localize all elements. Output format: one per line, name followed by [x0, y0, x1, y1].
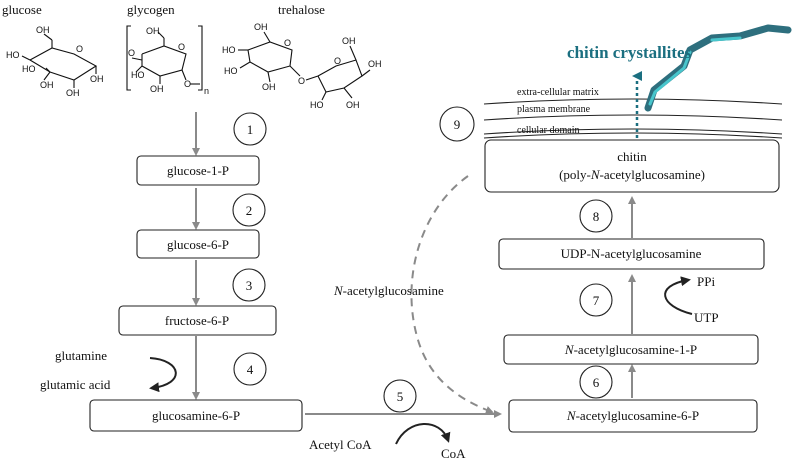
glucose-label: glucose — [2, 2, 42, 17]
arrow-chitin-recycle-dashed — [410, 175, 494, 414]
acetyl-coa-label: Acetyl CoA — [309, 437, 372, 452]
step-7: 7 — [579, 283, 613, 317]
box-nag-6p: N-acetylglucosamine-6-P — [508, 399, 758, 433]
box-glucose-6p: glucose-6-P — [136, 229, 260, 259]
glycogen-oh-top: OH — [146, 26, 160, 36]
box-glucosamine-6p: glucosamine-6-P — [89, 399, 303, 432]
step-5: 5 — [383, 379, 417, 413]
arrow-glutamine-to-glutamic-acid — [149, 357, 177, 393]
step-2-label: 2 — [246, 203, 253, 218]
step-1-label: 1 — [247, 122, 254, 137]
glycogen-subscript-n: n — [204, 86, 209, 96]
box-fructose-6p-label: fructose-6-P — [165, 313, 229, 328]
glucose-structure: OH O HO HO OH OH OH — [6, 25, 104, 98]
step-4: 4 — [233, 352, 267, 386]
step-7-label: 7 — [593, 293, 600, 308]
plasma-membrane-label: plasma membrane — [517, 104, 591, 115]
glucose-o-ring: O — [76, 44, 83, 54]
box-glucose-6p-label: glucose-6-P — [167, 237, 229, 252]
step-1: 1 — [233, 112, 267, 146]
box-chitin: chitin (poly-N-acetylglucosamine) — [484, 139, 780, 193]
box-glucose-1p: glucose-1-P — [136, 155, 260, 186]
glycogen-o-left: O — [128, 48, 135, 58]
trehalose-structure: OH O HO HO OH O O OH OH OH HO — [222, 22, 382, 110]
membrane-layers — [483, 98, 783, 139]
step-3-label: 3 — [246, 278, 253, 293]
box-nag-6p-rest: -acetylglucosamine-6-P — [576, 408, 699, 423]
box-glucose-1p-label: glucose-1-P — [167, 163, 229, 178]
step-6-label: 6 — [593, 375, 600, 390]
box-fructose-6p: fructose-6-P — [118, 305, 277, 336]
cellular-domain-label: cellular domain — [517, 125, 579, 136]
trehalose-ho-bottom: HO — [310, 100, 324, 110]
chitin-crystallite-fiber — [644, 24, 792, 112]
box-chitin-line2-post: -acetylglucosamine) — [600, 167, 705, 182]
glucose-ho-mid: HO — [22, 64, 36, 74]
glycogen-o-link: O — [184, 79, 191, 89]
trehalose-ho-left2: HO — [224, 66, 238, 76]
trehalose-o-link: O — [298, 76, 305, 86]
glycogen-o-ring: O — [178, 42, 185, 52]
trehalose-oh-bottom-right: OH — [346, 100, 360, 110]
trehalose-label: trehalose — [278, 2, 325, 17]
box-chitin-line2-italic: N — [590, 167, 601, 182]
glutamic-acid-label: glutamic acid — [40, 377, 111, 392]
trehalose-oh-mid: OH — [262, 82, 276, 92]
utp-label: UTP — [694, 310, 719, 325]
step-8: 8 — [579, 199, 613, 233]
box-udp-nag-label: UDP-N-acetylglucosamine — [561, 246, 702, 261]
glucose-oh-right: OH — [90, 74, 104, 84]
step-3: 3 — [232, 268, 266, 302]
box-nag-6p-italic: N — [566, 408, 577, 423]
glucose-oh-top: OH — [36, 25, 50, 35]
box-glucosamine-6p-label: glucosamine-6-P — [152, 408, 240, 423]
arrow-utp-to-ppi — [664, 276, 693, 315]
glycogen-ho-left: HO — [131, 70, 145, 80]
chitin-crystallites-label: chitin crystallites — [567, 43, 692, 62]
box-chitin-line1: chitin — [617, 149, 647, 164]
box-nag-1p: N-acetylglucosamine-1-P — [503, 334, 759, 365]
arrow-acetylcoa-to-coa — [395, 423, 451, 445]
step-5-label: 5 — [397, 389, 404, 404]
svg-text:N-acetylglucosamine: N-acetylglucosamine — [333, 283, 444, 298]
svg-text:N-acetylglucosamine-1-P: N-acetylglucosamine-1-P — [564, 342, 697, 357]
trehalose-oh-right: OH — [368, 59, 382, 69]
nag-label-italic: N — [333, 283, 344, 298]
step-4-label: 4 — [247, 362, 254, 377]
box-nag-1p-rest: -acetylglucosamine-1-P — [574, 342, 697, 357]
box-udp-nag: UDP-N-acetylglucosamine — [498, 238, 765, 270]
nag-label-rest: -acetylglucosamine — [343, 283, 444, 298]
step-2: 2 — [232, 193, 266, 227]
ppi-label: PPi — [697, 274, 715, 289]
svg-text:N-acetylglucosamine-6-P: N-acetylglucosamine-6-P — [566, 408, 699, 423]
coa-label: CoA — [441, 446, 466, 461]
box-nag-1p-italic: N — [564, 342, 575, 357]
trehalose-o-ring1: O — [284, 38, 291, 48]
svg-text:(poly-N-acetylglucosamine): (poly-N-acetylglucosamine) — [559, 167, 705, 182]
trehalose-oh-top-left: OH — [254, 22, 268, 32]
step-9: 9 — [439, 106, 475, 142]
step-9-label: 9 — [454, 117, 461, 132]
glutamine-label: glutamine — [55, 348, 107, 363]
trehalose-o-ring2: O — [334, 56, 341, 66]
step-8-label: 8 — [593, 209, 600, 224]
glycogen-structure: OH O O HO OH O n — [126, 25, 209, 96]
step-6: 6 — [579, 365, 613, 399]
extracellular-matrix-label: extra-cellular matrix — [517, 87, 599, 98]
glycogen-label: glycogen — [127, 2, 175, 17]
trehalose-oh-top-right: OH — [342, 36, 356, 46]
glucose-oh-bottom: OH — [66, 88, 80, 98]
glycogen-oh-bottom: OH — [150, 84, 164, 94]
box-chitin-line2-pre: (poly- — [559, 167, 591, 182]
glucose-oh-lower: OH — [40, 80, 54, 90]
trehalose-ho-left: HO — [222, 45, 236, 55]
glucose-ho-left: HO — [6, 50, 20, 60]
